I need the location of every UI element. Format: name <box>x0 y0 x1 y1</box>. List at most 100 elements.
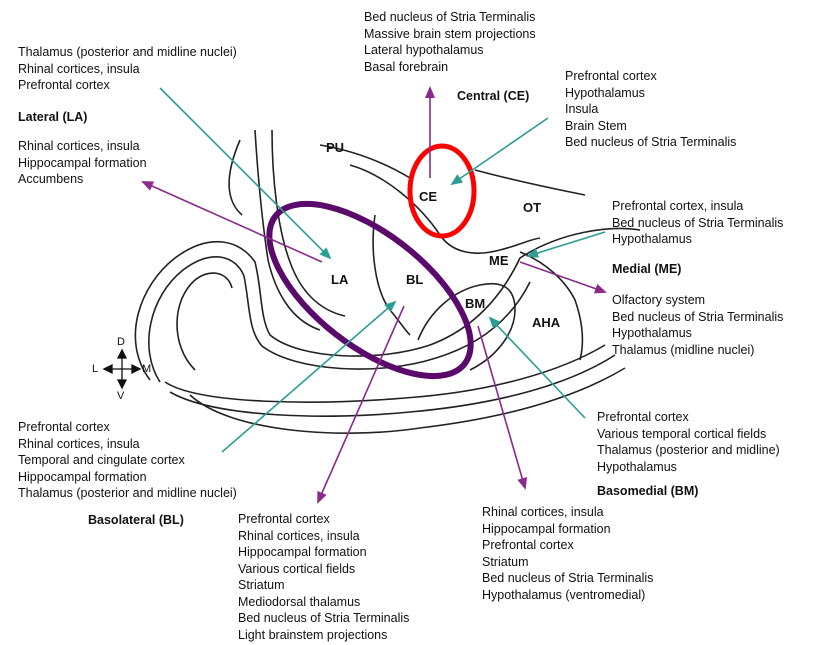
list-item: Thalamus (posterior and midline) <box>597 443 780 457</box>
list-item: Hippocampal formation <box>18 155 147 170</box>
region-label-bl: BL <box>406 272 424 287</box>
lateral-output-list: Rhinal cortices, insula Hippocampal form… <box>18 138 147 188</box>
region-label-ce: CE <box>419 189 438 204</box>
basomedial-input-arrow <box>488 316 586 419</box>
region-label-aha: AHA <box>532 315 561 330</box>
lateral-title: Lateral (LA) <box>18 110 88 124</box>
list-item: Thalamus (midline nuclei) <box>612 342 755 357</box>
central-output-list: Bed nucleus of Stria Terminalis Massive … <box>364 9 536 75</box>
pu-top-boundary <box>319 144 411 179</box>
list-item: Rhinal cortices, insula <box>238 528 360 543</box>
list-item: Rhinal cortices, insula <box>18 139 140 153</box>
list-item: Insula <box>565 102 599 116</box>
region-label-me: ME <box>489 253 509 268</box>
pu-left-boundary <box>254 129 321 331</box>
compass-d: D <box>117 336 125 348</box>
basolateral-title: Basolateral (BL) <box>88 513 184 527</box>
lower-outline-2 <box>169 354 616 417</box>
list-item: Hypothalamus <box>612 326 692 340</box>
list-item: Olfactory system <box>612 293 706 307</box>
central-title: Central (CE) <box>457 89 530 103</box>
medial-output-list: Olfactory system Bed nucleus of Stria Te… <box>612 292 783 358</box>
basomedial-input-list: Prefrontal cortex Various temporal corti… <box>597 409 780 475</box>
list-item: Bed nucleus of Stria Terminalis <box>612 309 784 324</box>
list-item: Prefrontal cortex <box>565 69 657 83</box>
list-item: Thalamus (posterior and midline nuclei) <box>18 486 237 500</box>
list-item: Hypothalamus <box>565 85 645 100</box>
list-item: Hippocampal formation <box>238 545 367 559</box>
list-item: Accumbens <box>18 172 84 186</box>
region-label-pu: PU <box>326 140 345 155</box>
compass-m: M <box>142 363 152 375</box>
lateral-input-arrow <box>159 87 332 260</box>
region-label-la: LA <box>331 272 349 287</box>
list-item: Prefrontal cortex <box>18 78 110 92</box>
list-item: Light brainstem projections <box>238 627 388 642</box>
medial-input-arrow <box>526 231 606 258</box>
list-item: Thalamus (posterior and midline nuclei) <box>18 45 237 59</box>
basolateral-input-arrow <box>221 300 397 453</box>
basomedial-title: Basomedial (BM) <box>597 484 699 498</box>
list-item: Hypothalamus <box>612 232 692 246</box>
list-item: Bed nucleus of Stria Terminalis <box>565 135 737 149</box>
list-item: Rhinal cortices, insula <box>18 61 140 76</box>
list-item: Rhinal cortices, insula <box>18 436 140 451</box>
list-item: Various temporal cortical fields <box>597 426 767 441</box>
list-item: Hypothalamus <box>597 459 677 474</box>
list-item: Brain Stem <box>565 118 627 133</box>
list-item: Prefrontal cortex <box>18 420 110 434</box>
list-item: Prefrontal cortex <box>597 410 689 424</box>
ce-boundary <box>349 164 541 254</box>
ot-boundary <box>474 169 586 196</box>
outer-outline <box>134 227 641 381</box>
lateral-output-arrow <box>141 181 323 263</box>
list-item: Prefrontal cortex <box>482 538 574 552</box>
list-item: Massive brain stem projections <box>364 26 536 41</box>
medial-title: Medial (ME) <box>612 262 682 276</box>
me-boundary <box>519 251 584 361</box>
list-item: Lateral hypothalamus <box>364 43 484 57</box>
output-arrows <box>141 86 607 504</box>
pu-curve <box>228 139 243 216</box>
basolateral-input-list: Prefrontal cortex Rhinal cortices, insul… <box>18 419 237 502</box>
compass-v: V <box>117 390 125 402</box>
list-item: Mediodorsal thalamus <box>238 594 361 609</box>
la-bl-highlight-oval <box>266 200 474 380</box>
list-item: Hippocampal formation <box>482 521 611 536</box>
bl-bm-boundary <box>417 283 516 371</box>
pu-left-boundary-2 <box>271 129 346 317</box>
brain-outlines <box>134 129 641 434</box>
basolateral-output-arrow <box>317 305 405 504</box>
lateral-input-list: Thalamus (posterior and midline nuclei) … <box>18 44 237 94</box>
list-item: Bed nucleus of Stria Terminalis <box>364 10 536 24</box>
lower-outline <box>164 344 606 403</box>
list-item: Hypothalamus (ventromedial) <box>482 587 646 602</box>
list-item: Bed nucleus of Stria Terminalis <box>482 571 654 585</box>
basolateral-output-list: Prefrontal cortex Rhinal cortices, insul… <box>238 511 409 643</box>
list-item: Bed nucleus of Stria Terminalis <box>612 215 784 230</box>
inner-ring <box>176 272 233 371</box>
medial-input-list: Prefrontal cortex, insula Bed nucleus of… <box>612 198 783 248</box>
medial-output-arrow <box>519 261 607 294</box>
list-item: Bed nucleus of Stria Terminalis <box>238 611 410 625</box>
list-item: Basal forebrain <box>364 59 449 74</box>
ce-highlight-circle <box>407 143 477 239</box>
list-item: Prefrontal cortex, insula <box>612 199 744 213</box>
orientation-compass <box>102 348 142 390</box>
lower-outline-3 <box>189 367 626 434</box>
list-item: Rhinal cortices, insula <box>482 505 604 519</box>
compass-l: L <box>92 363 99 375</box>
list-item: Striatum <box>482 554 529 569</box>
basomedial-output-arrow <box>477 325 528 490</box>
basomedial-output-list: Rhinal cortices, insula Hippocampal form… <box>482 504 653 603</box>
list-item: Prefrontal cortex <box>238 512 330 526</box>
input-arrows <box>159 87 606 453</box>
outer-outline-2 <box>148 256 531 383</box>
central-input-arrow <box>450 117 549 186</box>
list-item: Striatum <box>238 578 285 592</box>
list-item: Temporal and cingulate cortex <box>18 453 185 467</box>
region-label-bm: BM <box>465 296 486 311</box>
central-input-list: Prefrontal cortex Hypothalamus Insula Br… <box>565 68 736 151</box>
